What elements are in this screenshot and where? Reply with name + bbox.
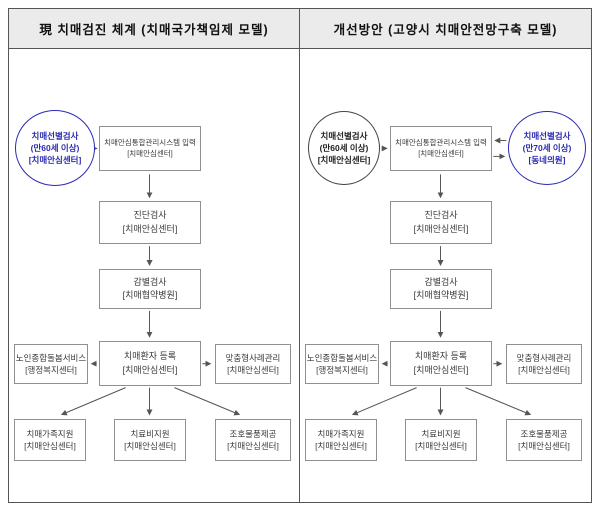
node-org: [치매안심센터]	[415, 441, 467, 451]
node-org: [치매안심센터]	[315, 441, 367, 451]
node-title: 노인종합돌봄서비스	[306, 352, 378, 363]
oval-line1: 치매선별검사	[523, 130, 571, 141]
oval-line2: (만70세 이상)	[522, 142, 572, 153]
node-org: [치매안심센터]	[518, 365, 570, 375]
node-title: 치료비지원	[130, 428, 170, 439]
oval-line2: (만60세 이상)	[30, 142, 80, 153]
node-title: 노인종합돌봄서비스	[15, 352, 87, 363]
oval-line2: (만60세 이상)	[319, 142, 369, 153]
node-org: [행정복지센터]	[316, 365, 368, 375]
panel-title-improved: 개선방안 (고양시 치매안전망구축 모델)	[300, 9, 591, 49]
node-treatment-support: 치료비지원 [치매안심센터]	[114, 419, 186, 461]
node-title: 맞춤형사례관리	[516, 352, 572, 363]
node-org: [치매안심센터]	[122, 364, 178, 375]
node-org: [치매협약병원]	[413, 290, 469, 300]
node-diagnosis: 진단검사 [치매안심센터]	[99, 201, 201, 244]
node-title: 치매안심통합관리시스템 입력	[395, 137, 487, 147]
node-title: 치매안심통합관리시스템 입력	[104, 137, 196, 147]
node-care-supplies: 조호물품제공 [치매안심센터]	[215, 419, 291, 461]
panel-body-current: 치매선별검사 (만60세 이상) [치매안심센터] 치매안심통합관리시스템 입력…	[9, 49, 299, 502]
node-org: [치매안심센터]	[418, 148, 464, 158]
comparison-table: 現 치매검진 체계 (치매국가책임제 모델)	[8, 8, 592, 503]
panel-improved-system: 개선방안 (고양시 치매안전망구축 모델)	[300, 9, 591, 502]
oval-line3: [치매안심센터]	[317, 155, 371, 166]
node-care-supplies: 조호물품제공 [치매안심센터]	[506, 419, 582, 461]
node-case-management: 맞춤형사례관리 [치매안심센터]	[215, 344, 291, 384]
node-org: [치매안심센터]	[24, 441, 76, 451]
node-clinic-screening-oval: 치매선별검사 (만70세 이상) [동네의원]	[508, 111, 586, 185]
node-title: 치매환자 등록	[414, 351, 468, 362]
node-title: 치매가족지원	[317, 428, 365, 439]
node-registration: 치매환자 등록 [치매안심센터]	[99, 341, 201, 386]
panel-current-system: 現 치매검진 체계 (치매국가책임제 모델)	[9, 9, 300, 502]
oval-line3: [동네의원]	[528, 155, 566, 166]
oval-line1: 치매선별검사	[31, 130, 79, 141]
node-title: 감별검사	[133, 276, 167, 287]
node-org: [치매안심센터]	[413, 223, 469, 234]
node-org: [치매협약병원]	[122, 290, 178, 300]
node-diagnosis: 진단검사 [치매안심센터]	[390, 201, 492, 244]
node-title: 치매가족지원	[26, 428, 74, 439]
node-title: 조호물품제공	[229, 428, 277, 439]
oval-line1: 치매선별검사	[320, 130, 368, 141]
node-differential: 감별검사 [치매협약병원]	[99, 269, 201, 309]
panel-body-improved: 치매선별검사 (만60세 이상) [치매안심센터] 치매선별검사 (만70세 이…	[300, 49, 591, 502]
node-screening-oval: 치매선별검사 (만60세 이상) [치매안심센터]	[15, 110, 95, 186]
node-title: 진단검사	[424, 210, 458, 221]
node-title: 진단검사	[133, 210, 167, 221]
node-title: 맞춤형사례관리	[225, 352, 281, 363]
node-family-support: 치매가족지원 [치매안심센터]	[14, 419, 86, 461]
node-org: [치매안심센터]	[413, 364, 469, 375]
node-org: [치매안심센터]	[124, 441, 176, 451]
node-family-support: 치매가족지원 [치매안심센터]	[305, 419, 377, 461]
node-org: [치매안심센터]	[518, 441, 570, 451]
node-registration: 치매환자 등록 [치매안심센터]	[390, 341, 492, 386]
node-case-management: 맞춤형사례관리 [치매안심센터]	[506, 344, 582, 384]
node-screening-oval-center: 치매선별검사 (만60세 이상) [치매안심센터]	[308, 111, 380, 185]
node-title: 감별검사	[424, 276, 458, 287]
node-org: [치매안심센터]	[227, 441, 279, 451]
node-org: [치매안심센터]	[122, 223, 178, 234]
node-org: [치매안심센터]	[227, 365, 279, 375]
node-elderly-care: 노인종합돌봄서비스 [행정복지센터]	[305, 344, 379, 384]
node-treatment-support: 치료비지원 [치매안심센터]	[405, 419, 477, 461]
node-title: 치료비지원	[421, 428, 461, 439]
node-system-input: 치매안심통합관리시스템 입력 [치매안심센터]	[99, 126, 201, 171]
panel-title-current: 現 치매검진 체계 (치매국가책임제 모델)	[9, 9, 299, 49]
node-org: [행정복지센터]	[25, 365, 77, 375]
node-org: [치매안심센터]	[127, 148, 173, 158]
node-title: 조호물품제공	[520, 428, 568, 439]
node-elderly-care: 노인종합돌봄서비스 [행정복지센터]	[14, 344, 88, 384]
node-differential: 감별검사 [치매협약병원]	[390, 269, 492, 309]
node-title: 치매환자 등록	[123, 351, 177, 362]
node-system-input: 치매안심통합관리시스템 입력 [치매안심센터]	[390, 126, 492, 171]
oval-line3: [치매안심센터]	[28, 155, 82, 166]
